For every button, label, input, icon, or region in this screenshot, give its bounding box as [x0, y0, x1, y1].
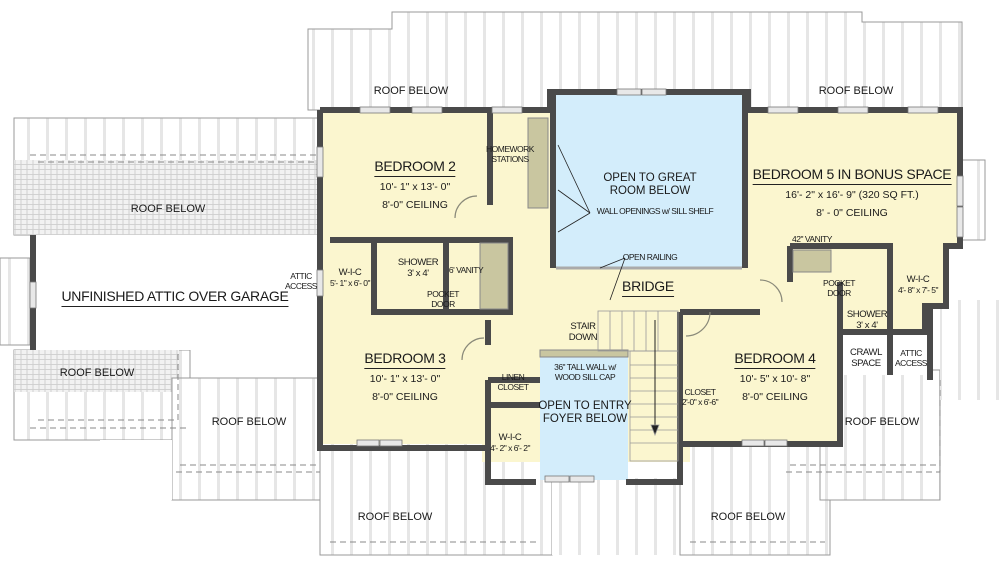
bedroom-2-label: BEDROOM 2 10'- 1" x 13'- 0" 8'-0" CEILIN… — [374, 158, 456, 211]
vanity-42in-label: 42" VANITY — [792, 234, 832, 244]
roof-below-left-porch: ROOF BELOW — [211, 416, 287, 428]
crawl-space-label: CRAWL SPACE — [850, 347, 882, 369]
linen-closet-label: LINEN CLOSET — [497, 372, 529, 392]
wall-openings-label: WALL OPENINGS w/ SILL SHELF — [596, 206, 714, 216]
open-to-great-room — [553, 95, 745, 267]
roof-below-lower-left: ROOF BELOW — [59, 367, 135, 379]
leader-lines — [557, 144, 626, 301]
roof-below-bottom-left: ROOF BELOW — [357, 511, 433, 523]
floor-fill — [320, 92, 960, 480]
stairs[interactable] — [597, 310, 679, 462]
attic-over-garage — [32, 235, 324, 350]
open-railing-label: OPEN RAILING — [622, 252, 678, 262]
built-ins — [479, 117, 832, 358]
open-to-entry-foyer — [540, 352, 628, 480]
open-great-room-label: OPEN TO GREAT ROOM BELOW — [603, 172, 697, 197]
homework-stations-label: HOMEWORK STATIONS — [486, 144, 534, 164]
walls — [317, 89, 963, 485]
closet-bedroom-4-label: CLOSET 2'-0" x 6'-6" — [681, 387, 719, 407]
attic-access-left-label: ATTIC ACCESS — [285, 271, 317, 291]
roof-below-top-left: ROOF BELOW — [373, 85, 449, 97]
attic-access-right-label: ATTIC ACCESS — [895, 348, 927, 368]
pocket-door-left-label: POCKET DOOR — [427, 289, 459, 309]
open-entry-foyer-label: OPEN TO ENTRY FOYER BELOW — [538, 400, 632, 425]
tall-wall-label: 36" TALL WALL w/ WOOD SILL CAP — [554, 362, 616, 382]
wic-left-label: W-I-C 5'- 1" x 6'- 0" — [329, 267, 371, 288]
roof-areas — [0, 11, 1000, 556]
attic-over-garage-label: UNFINISHED ATTIC OVER GARAGE — [61, 288, 289, 307]
bedroom-4-label: BEDROOM 4 10'- 5" x 10'- 8" 8'-0" CEILIN… — [734, 350, 816, 403]
roof-below-bottom-right: ROOF BELOW — [710, 511, 786, 523]
vanity-6ft-label: 6' VANITY — [448, 265, 484, 275]
bedroom-5-label: BEDROOM 5 IN BONUS SPACE 16'- 2" x 16'- … — [752, 166, 952, 219]
windows — [316, 88, 964, 483]
roof-below-garage: ROOF BELOW — [130, 203, 206, 215]
shower-left-label: SHOWER 3' x 4' — [397, 257, 439, 279]
roof-below-right-porch: ROOF BELOW — [844, 416, 920, 428]
shower-right-label: SHOWER 3' x 4' — [846, 309, 888, 331]
doors — [454, 195, 783, 361]
stair-down-label[interactable]: STAIR DOWN — [568, 321, 598, 343]
bridge-label: BRIDGE — [622, 278, 674, 297]
wic-mid-label: W-I-C 4'- 2" x 6'- 2" — [489, 432, 531, 453]
pocket-door-right-label: POCKET DOOR — [823, 278, 855, 298]
bedroom-3-label: BEDROOM 3 10'- 1" x 13'- 0" 8'-0" CEILIN… — [364, 350, 446, 403]
roof-below-top-right: ROOF BELOW — [818, 85, 894, 97]
wic-right-label: W-I-C 4'- 8" x 7'- 5" — [897, 274, 939, 295]
